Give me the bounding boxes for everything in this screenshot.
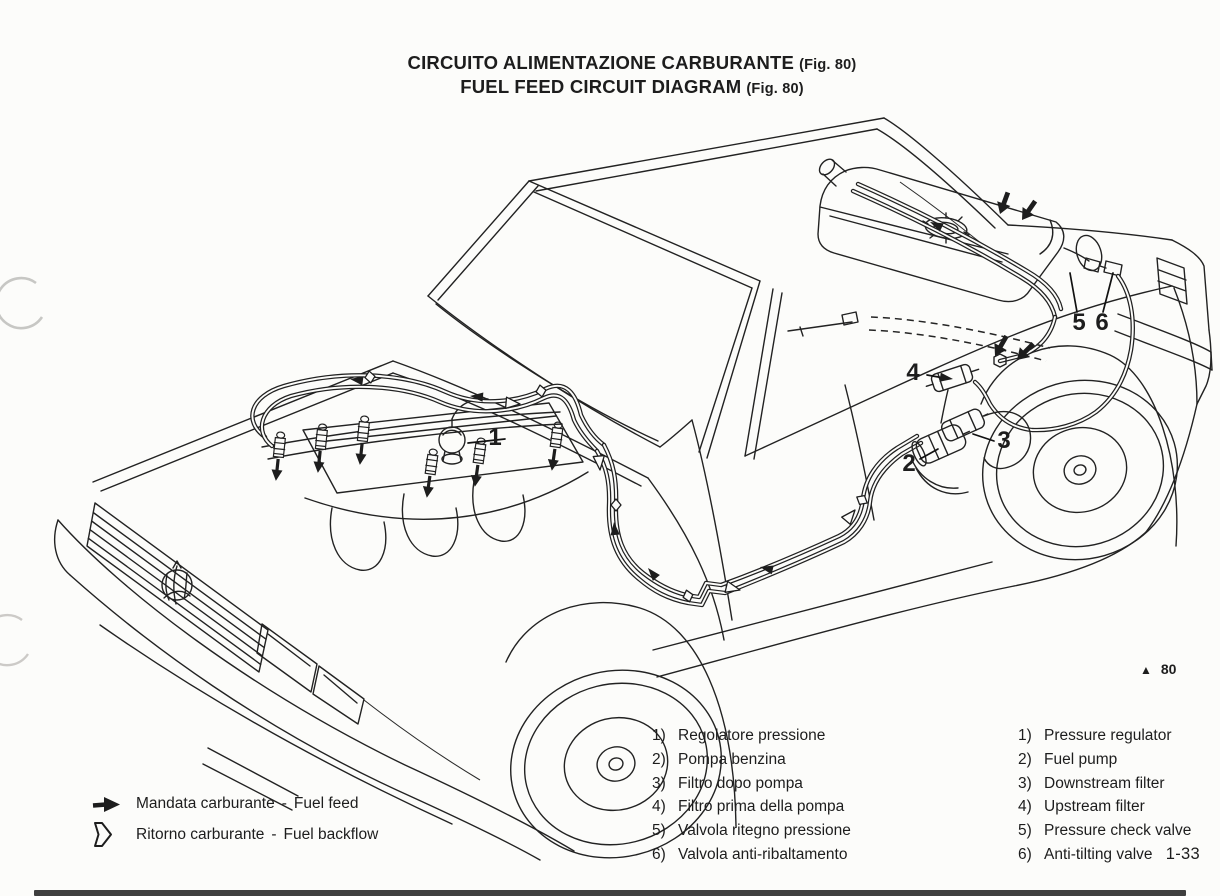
legend-item: 2)Fuel pump [1018, 750, 1118, 768]
engine-assembly [261, 398, 589, 571]
fuel-backflow-arrow-icon [94, 822, 112, 847]
legend-item: 5)Valvola ritegno pressione [652, 822, 851, 840]
flow-legend-feed: Mandata carburante-Fuel feed [91, 795, 511, 817]
legend-english: 1)Pressure regulator 2)Fuel pump 3)Downs… [1018, 724, 1191, 867]
binder-hole-marks [0, 276, 44, 667]
legend-item: 1)Pressure regulator [1018, 727, 1172, 744]
flow-legend-backflow: Ritorno carburante-Fuel backflow [91, 820, 511, 848]
legend-item: 3)Filtro dopo pompa [652, 774, 803, 792]
legend-item: 2)Pompa benzina [652, 750, 786, 768]
triangle-icon: ▲ [1140, 663, 1152, 677]
figure-number: 80 [1160, 661, 1177, 677]
page-title: CIRCUITO ALIMENTAZIONE CARBURANTE(Fig. 8… [32, 52, 1220, 100]
callout-leaders [467, 272, 1114, 460]
legend-item: 5)Pressure check valve [1018, 822, 1192, 840]
title-english: FUEL FEED CIRCUIT DIAGRAM(Fig. 80) [460, 76, 804, 97]
flow-backflow-label: Ritorno carburante-Fuel backflow [136, 826, 379, 843]
fuel-pump-assembly [911, 353, 1032, 495]
flow-feed-label: Mandata carburante-Fuel feed [136, 795, 359, 812]
legend-italian: 1)Regolatore pressione 2)Pompa benzina 3… [652, 724, 851, 867]
callout-3: 3 [997, 427, 1011, 454]
figure-marker: ▲ 80 [1140, 661, 1176, 677]
title-italian-fig: (Fig. 80) [799, 57, 857, 73]
scan-edge-bar [34, 890, 1186, 896]
callout-4: 4 [906, 359, 920, 386]
callout-2: 2 [902, 450, 916, 477]
title-italian: CIRCUITO ALIMENTAZIONE CARBURANTE(Fig. 8… [407, 52, 857, 73]
page-number: 1-33 [1165, 845, 1200, 863]
fuel-feed-arrow-icon [92, 797, 120, 812]
legend-item: 4)Filtro prima della pompa [652, 798, 845, 816]
legend-item: 6)Anti-tilting valve [1018, 845, 1153, 863]
fuel-injectors [269, 414, 566, 500]
callout-5: 5 [1072, 309, 1086, 336]
legend-item: 3)Downstream filter [1018, 774, 1165, 792]
legend-item: 1)Regolatore pressione [652, 727, 826, 744]
legend-item: 4)Upstream filter [1018, 798, 1145, 816]
callout-1: 1 [488, 424, 502, 451]
title-english-fig: (Fig. 80) [746, 81, 804, 97]
callout-6: 6 [1095, 309, 1109, 336]
legend-item: 6)Valvola anti-ribaltamento [652, 845, 848, 863]
fuel-lines [250, 181, 1135, 608]
